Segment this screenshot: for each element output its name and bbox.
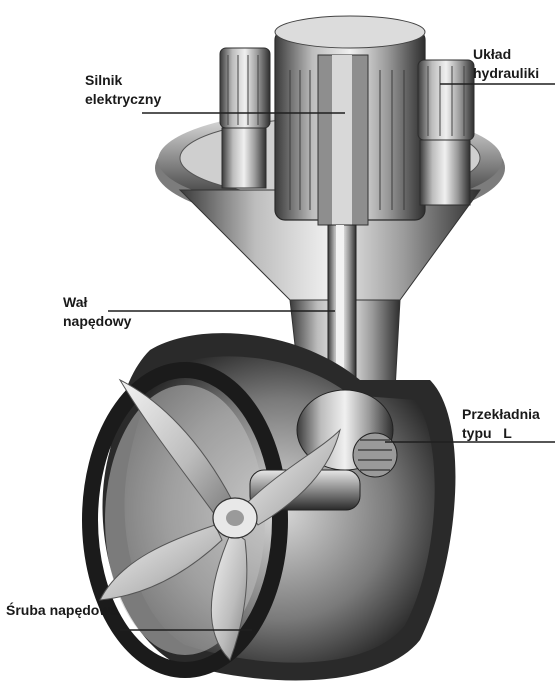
hydraulic-pump-right: [418, 60, 474, 205]
shaft-label-line-1: Wał: [63, 293, 131, 312]
shaft-label: Wał napędowy: [63, 293, 131, 331]
propeller-label-text: Śruba napędowa: [6, 601, 118, 620]
hydraulic-pump-left: [220, 48, 270, 188]
electric-motor: [275, 16, 425, 225]
motor-label-line-1: Silnik: [85, 71, 161, 90]
propeller-label: Śruba napędowa: [6, 601, 118, 620]
shaft-label-line-2: napędowy: [63, 312, 131, 331]
gear-label-line-1: Przekładnia: [462, 405, 540, 424]
hydraulics-label: Układ hydrauliki: [473, 45, 539, 83]
hydraulics-label-line-1: Układ: [473, 45, 539, 64]
motor-label-line-2: elektryczny: [85, 90, 161, 109]
hydraulics-label-line-2: hydrauliki: [473, 64, 539, 83]
gear-label-line-2: typu L: [462, 424, 540, 443]
motor-label: Silnik elektryczny: [85, 71, 161, 109]
gear-label: Przekładnia typu L: [462, 405, 540, 443]
